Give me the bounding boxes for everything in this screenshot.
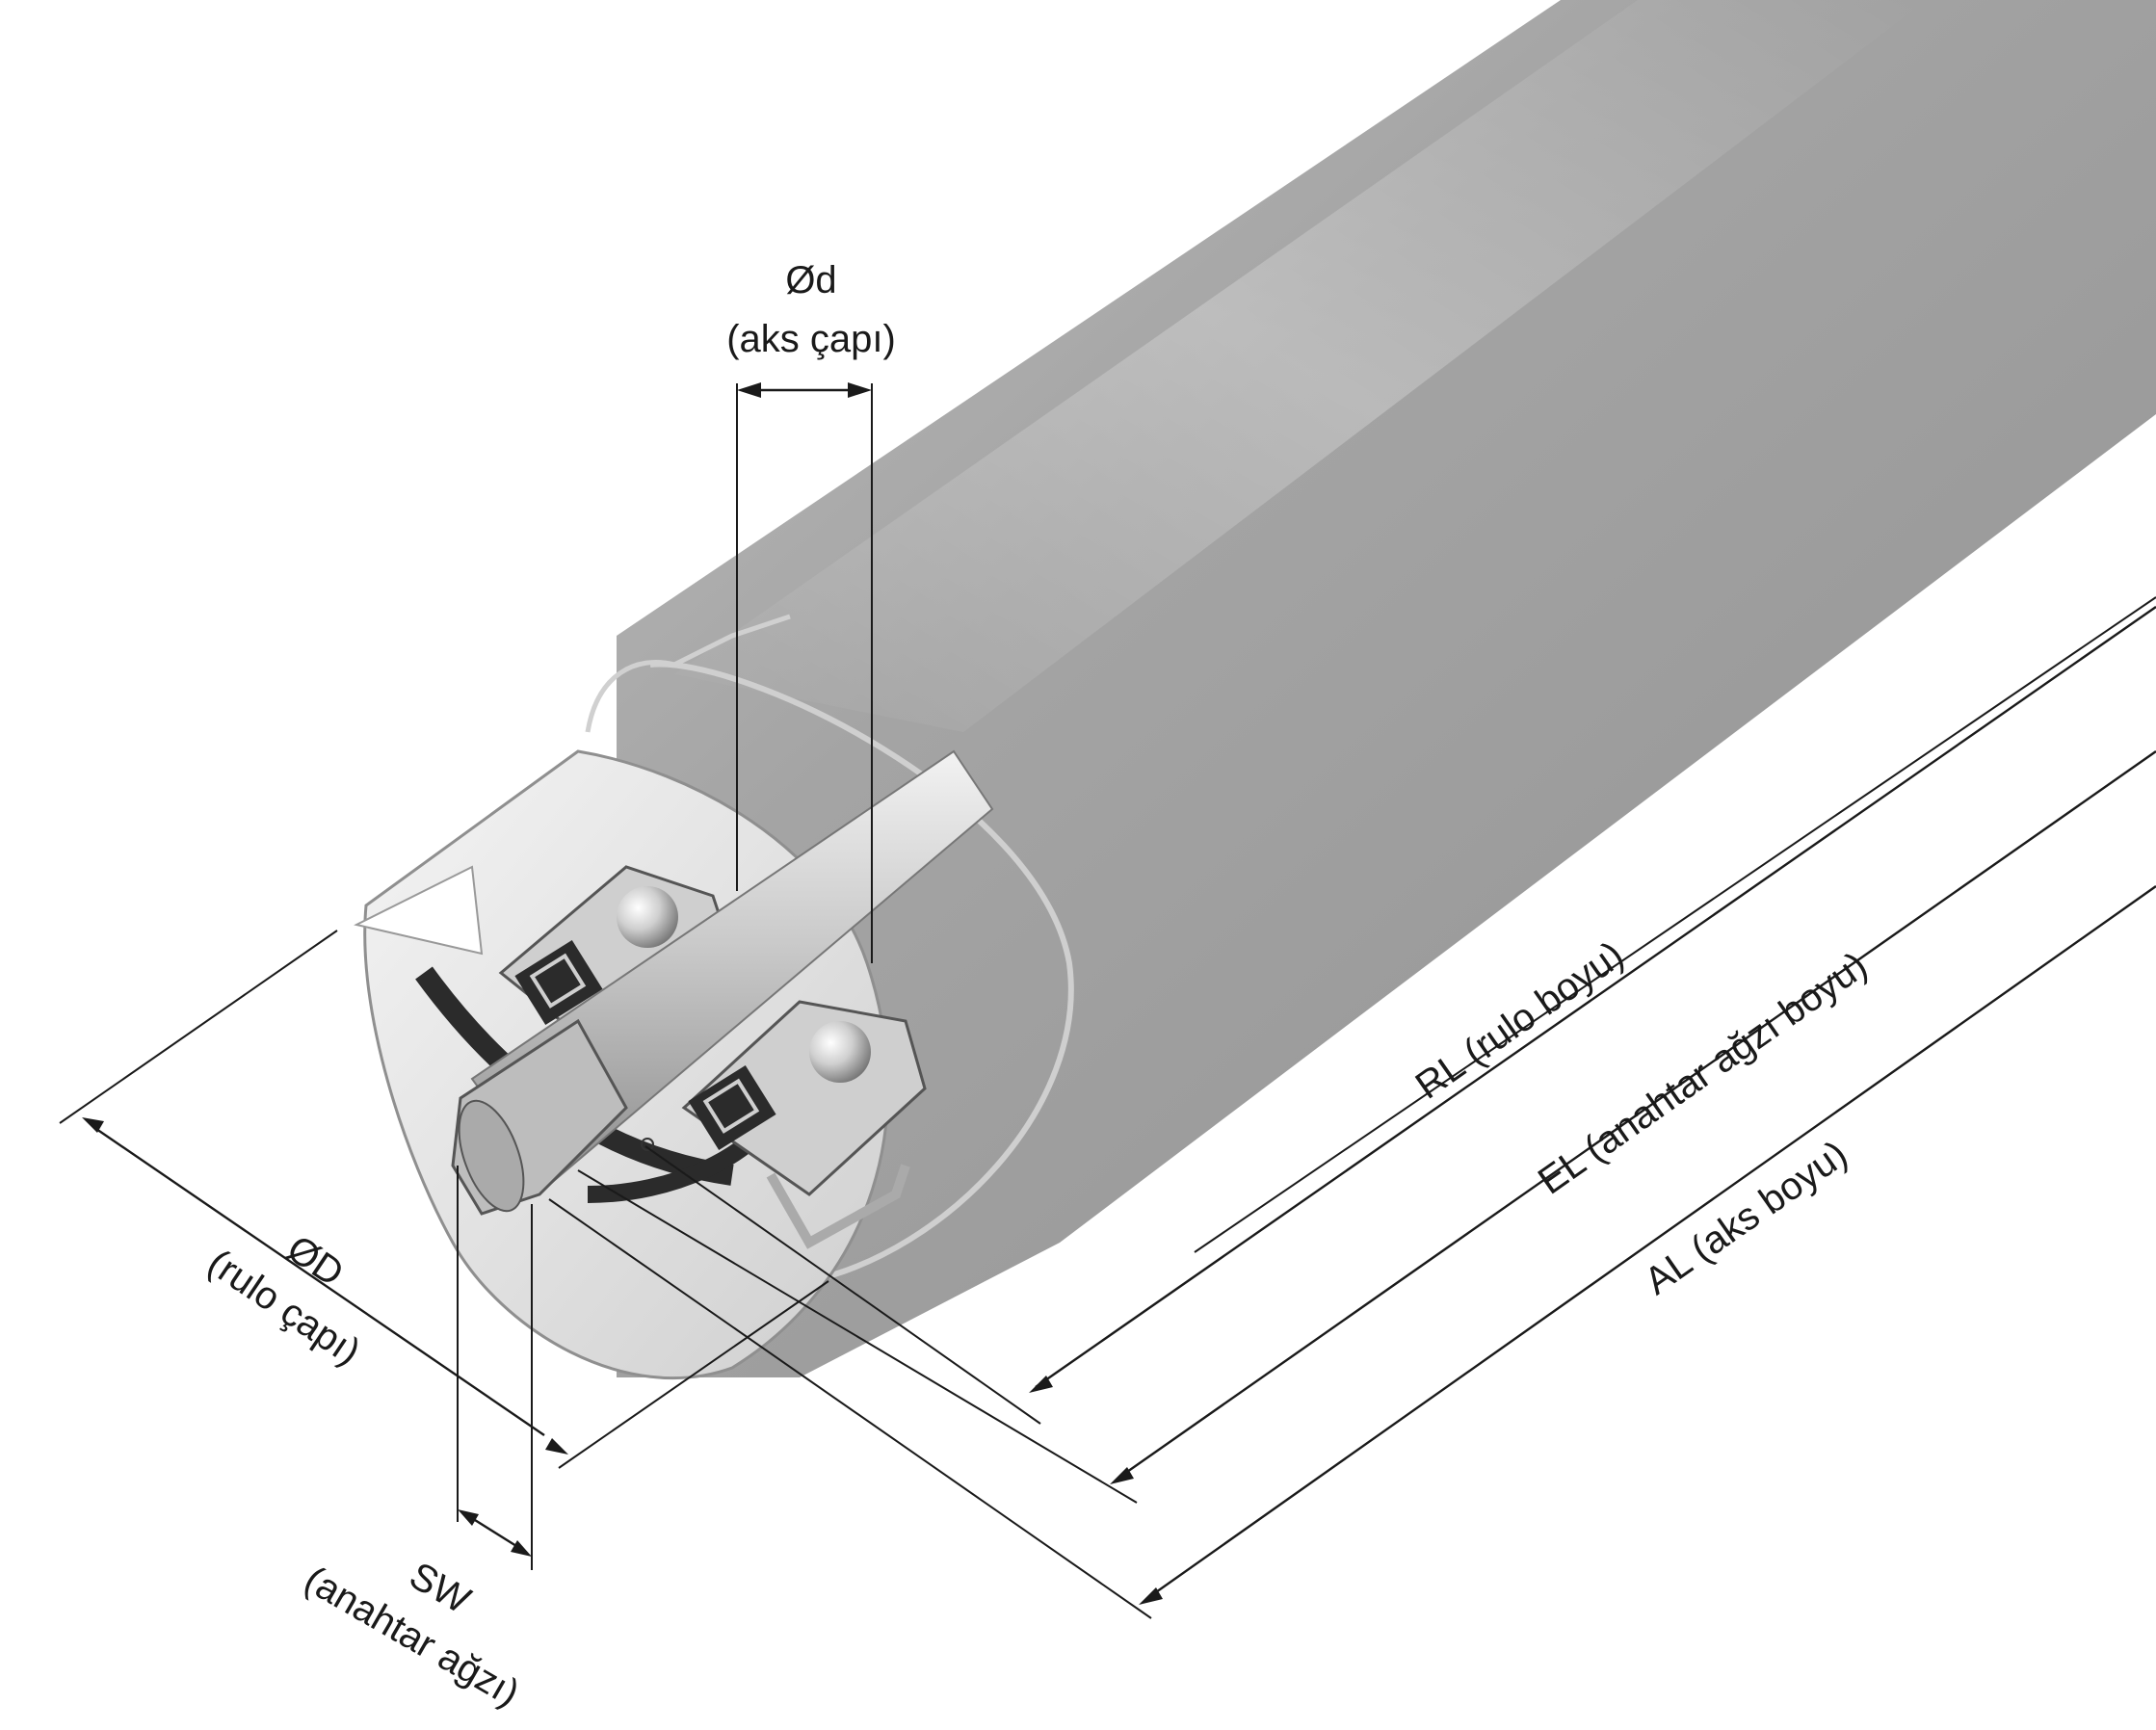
roller-diameter-dim-line xyxy=(95,1128,545,1436)
axle-diameter-desc: (aks çapı) xyxy=(726,318,896,360)
spanner-length-dim-line xyxy=(1117,750,2156,1480)
roller-diameter-ext-top xyxy=(59,930,338,1124)
roller-diameter-symbol: ØD xyxy=(279,1227,351,1295)
spanner-width-symbol: SW xyxy=(403,1555,478,1622)
lower-bearing-housing xyxy=(681,1000,927,1249)
axle-length-label: AL (aks boyu) xyxy=(1637,1133,1854,1303)
spanner-width-dim-line xyxy=(466,1513,525,1553)
roller-length-ext-back xyxy=(1194,596,2156,1253)
spanner-length-ext-front xyxy=(577,1169,1138,1504)
axle-length-dim-line xyxy=(1145,885,2156,1600)
axle-shaft xyxy=(451,749,994,1216)
roller-tube xyxy=(585,0,2156,1377)
roller-length-dim-line xyxy=(1035,606,2156,1388)
lower-ball-bearing xyxy=(809,1021,871,1083)
axle-diameter-dimension: Ød (aks çapı) xyxy=(726,259,896,963)
axle-diameter-symbol: Ød xyxy=(785,259,836,301)
upper-ball-bearing xyxy=(617,886,678,948)
roller-length-label: RL (rulo boyu) xyxy=(1408,933,1632,1108)
roller-diameter-ext-bottom xyxy=(558,1280,829,1469)
axle-length-ext-front xyxy=(548,1198,1152,1619)
roller-length-ext-front xyxy=(644,1145,1041,1425)
